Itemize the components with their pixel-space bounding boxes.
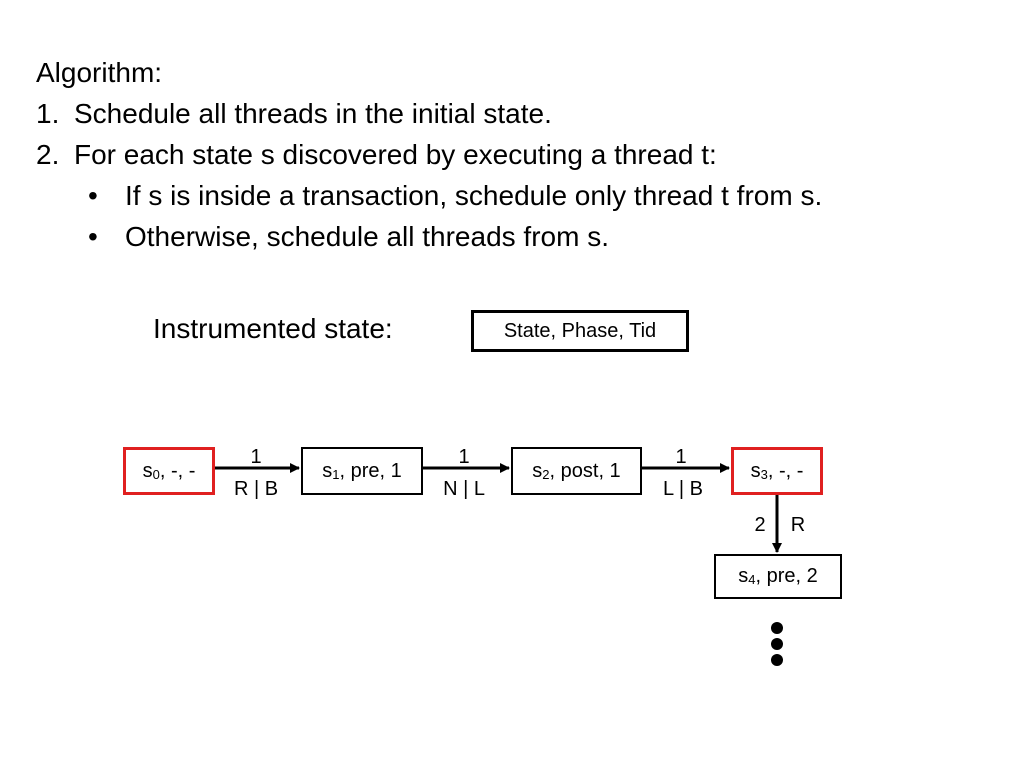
state-subscript: 0 — [152, 466, 160, 482]
state-subscript: 2 — [542, 466, 550, 482]
algorithm-bullet-2: • Otherwise, schedule all threads from s. — [36, 216, 822, 257]
instrumented-state-label: Instrumented state: — [153, 313, 393, 344]
edge-s1-s2-thread: 1 — [458, 446, 470, 468]
edge-s2-s3-label: L | B — [662, 478, 704, 500]
bullet-icon: • — [88, 180, 98, 211]
bullet-icon: • — [88, 221, 98, 252]
bullet-text: If s is inside a transaction, schedule o… — [125, 180, 823, 211]
edge-s3-s4-thread: 2 — [754, 514, 766, 536]
ellipsis-dot — [771, 654, 783, 666]
step-text: Schedule all threads in the initial stat… — [74, 98, 552, 129]
state-fields: , -, - — [159, 459, 196, 482]
state-name: s — [142, 459, 153, 482]
edge-s1-s2-label: N | L — [443, 478, 485, 500]
step-number: 1. — [36, 98, 60, 129]
state-subscript: 1 — [332, 466, 340, 482]
instrumented-state-box: State, Phase, Tid — [471, 310, 689, 352]
state-subscript: 3 — [760, 466, 768, 482]
edge-s2-s3-thread: 1 — [675, 446, 687, 468]
state-fields: , -, - — [767, 459, 804, 482]
algorithm-bullet-1: • If s is inside a transaction, schedule … — [36, 175, 822, 216]
state-fields: , post, 1 — [549, 459, 621, 482]
edge-s3-s4-label: R — [790, 514, 806, 536]
bullet-text: Otherwise, schedule all threads from s. — [125, 221, 609, 252]
ellipsis-dot — [771, 622, 783, 634]
state-name: s — [322, 459, 333, 482]
algorithm-step-2: 2. For each state s discovered by executi… — [36, 134, 822, 175]
state-name: s — [532, 459, 543, 482]
state-fields: , pre, 2 — [755, 565, 818, 587]
edge-s0-s1-label: R | B — [233, 478, 279, 500]
edge-s0-s1-thread: 1 — [250, 446, 262, 468]
algorithm-text: Algorithm: 1. Schedule all threads in the… — [36, 52, 822, 257]
algorithm-step-1: 1. Schedule all threads in the initial st… — [36, 93, 822, 134]
state-fields: , pre, 1 — [339, 459, 402, 482]
step-number: 2. — [36, 139, 60, 170]
state-name: s — [738, 565, 749, 587]
state-name: s — [750, 459, 761, 482]
state-subscript: 4 — [748, 572, 756, 587]
algorithm-heading: Algorithm: — [36, 57, 163, 88]
step-text: For each state s discovered by executing… — [74, 139, 717, 170]
ellipsis-dot — [771, 638, 783, 650]
